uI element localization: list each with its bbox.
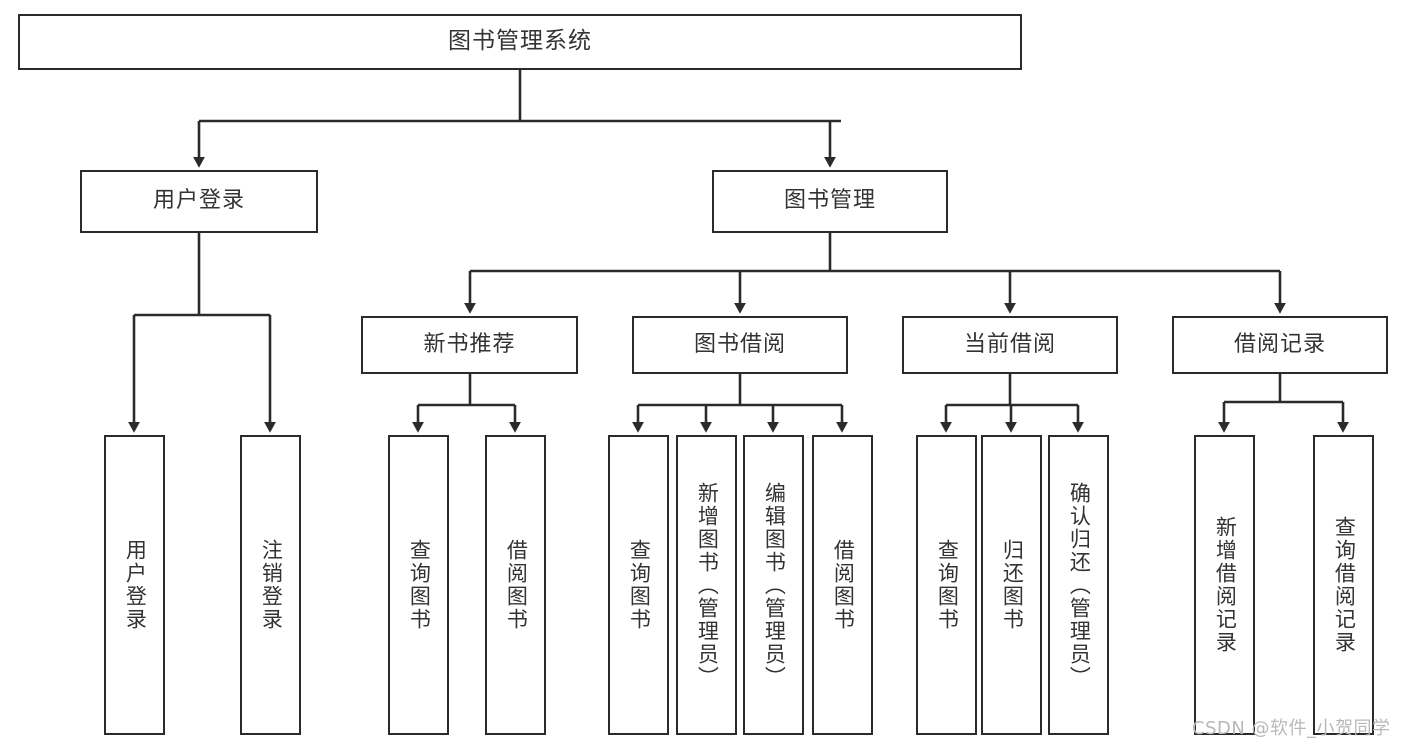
leaf-query-book-1-label: 查询图书 <box>407 539 432 631</box>
node-current-borrow[interactable]: 当前借阅 <box>902 316 1118 374</box>
leaf-add-book[interactable]: 新增图书（管理员） <box>676 435 737 735</box>
node-user-login[interactable]: 用户登录 <box>80 170 318 233</box>
watermark: CSDN @软件_小贺同学 <box>1192 718 1391 739</box>
leaf-add-record-label: 新增借阅记录 <box>1213 516 1238 654</box>
leaf-query-book-3[interactable]: 查询图书 <box>916 435 977 735</box>
leaf-return-book-label: 归还图书 <box>1000 539 1025 631</box>
node-root[interactable]: 图书管理系统 <box>18 14 1022 70</box>
leaf-query-record[interactable]: 查询借阅记录 <box>1313 435 1374 735</box>
node-borrow-record-label: 借阅记录 <box>1233 331 1326 357</box>
leaf-user-login-label: 用户登录 <box>123 539 148 631</box>
leaf-confirm-return-label: 确认归还（管理员） <box>1067 481 1092 689</box>
node-new-book-recommend[interactable]: 新书推荐 <box>361 316 578 374</box>
leaf-edit-book-label: 编辑图书（管理员） <box>762 481 787 689</box>
leaf-query-book-1[interactable]: 查询图书 <box>388 435 449 735</box>
leaf-query-book-2[interactable]: 查询图书 <box>608 435 669 735</box>
node-book-management-label: 图书管理 <box>783 188 876 214</box>
leaf-borrow-book-2[interactable]: 借阅图书 <box>812 435 873 735</box>
leaf-user-logout-label: 注销登录 <box>259 539 284 631</box>
leaf-user-login[interactable]: 用户登录 <box>104 435 165 735</box>
leaf-query-record-label: 查询借阅记录 <box>1332 516 1357 654</box>
node-user-login-label: 用户登录 <box>152 188 245 214</box>
leaf-confirm-return[interactable]: 确认归还（管理员） <box>1048 435 1109 735</box>
node-root-label: 图书管理系统 <box>448 28 592 55</box>
node-borrow-record[interactable]: 借阅记录 <box>1172 316 1388 374</box>
node-book-borrow-label: 图书借阅 <box>693 331 786 357</box>
leaf-user-logout[interactable]: 注销登录 <box>240 435 301 735</box>
leaf-borrow-book-1-label: 借阅图书 <box>504 539 529 631</box>
node-new-book-recommend-label: 新书推荐 <box>423 331 516 357</box>
node-book-management[interactable]: 图书管理 <box>712 170 948 233</box>
leaf-add-book-label: 新增图书（管理员） <box>695 481 720 689</box>
leaf-return-book[interactable]: 归还图书 <box>981 435 1042 735</box>
leaf-add-record[interactable]: 新增借阅记录 <box>1194 435 1255 735</box>
leaf-borrow-book-1[interactable]: 借阅图书 <box>485 435 546 735</box>
leaf-borrow-book-2-label: 借阅图书 <box>831 539 856 631</box>
leaf-edit-book[interactable]: 编辑图书（管理员） <box>743 435 804 735</box>
leaf-query-book-2-label: 查询图书 <box>627 539 652 631</box>
node-book-borrow[interactable]: 图书借阅 <box>632 316 848 374</box>
node-current-borrow-label: 当前借阅 <box>963 331 1056 357</box>
leaf-query-book-3-label: 查询图书 <box>935 539 960 631</box>
